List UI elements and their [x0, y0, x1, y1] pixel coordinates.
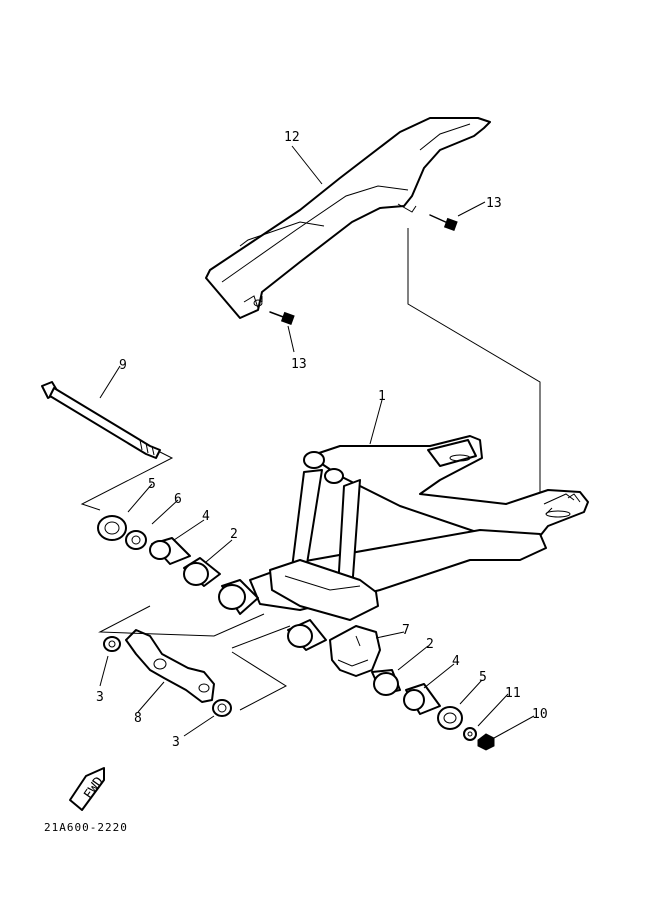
swing-arm-part-1: [249, 435, 589, 621]
callout-4-right: 4: [452, 654, 460, 669]
callout-7: 7: [402, 623, 410, 638]
stay-part-8: [125, 629, 215, 703]
washer-part-6: [125, 530, 147, 550]
bushing-collar-upper: [218, 579, 259, 615]
callout-13-lower: 13: [291, 357, 307, 372]
bolt-part-13-lower: [269, 311, 295, 326]
collar-part-4-left: [149, 537, 191, 565]
callout-10: 10: [532, 707, 548, 722]
callout-13-upper: 13: [486, 196, 502, 211]
callout-1: 1: [378, 389, 386, 404]
bracket-part-7: [329, 625, 381, 677]
callout-9: 9: [119, 358, 127, 373]
callout-3-left: 3: [96, 690, 104, 705]
assembly-guide-lines: [98, 605, 291, 711]
washer-part-11: [463, 727, 477, 741]
callout-6: 6: [174, 492, 182, 507]
fwd-arrow-icon: FWD: [69, 767, 107, 811]
callout-labels: 12 13 13 9 1 5 6 4 2 7 2 4 5 11 10 3 8 3: [96, 130, 548, 750]
nut-part-10: [477, 733, 495, 751]
bushing-collar-lower: [287, 619, 327, 651]
collar-part-4-right: [403, 683, 441, 715]
callout-5-right: 5: [479, 670, 487, 685]
bushing-part-2-right: [371, 669, 401, 696]
bushing-part-2-left: [183, 557, 221, 587]
callout-4-left: 4: [202, 509, 210, 524]
bolt-part-13-upper: [429, 214, 458, 232]
pivot-shaft-part-9: [41, 381, 174, 511]
callout-12: 12: [284, 130, 300, 145]
bearing-part-5-right: [437, 706, 463, 730]
chain-case-part-12: [205, 117, 491, 319]
alignment-lines: [261, 228, 541, 498]
callout-2-upper: 2: [230, 527, 238, 542]
washer-part-3-right: [212, 699, 232, 717]
figure-code: 21A600-2220: [44, 821, 128, 834]
callout-2-lower: 2: [426, 637, 434, 652]
bearing-part-5-left: [97, 515, 127, 541]
callout-3-right: 3: [172, 735, 180, 750]
washer-part-3-left: [103, 636, 121, 652]
leader-lines: [99, 145, 535, 739]
callout-8: 8: [134, 711, 142, 726]
callout-5-left: 5: [148, 477, 156, 492]
callout-11: 11: [505, 686, 521, 701]
